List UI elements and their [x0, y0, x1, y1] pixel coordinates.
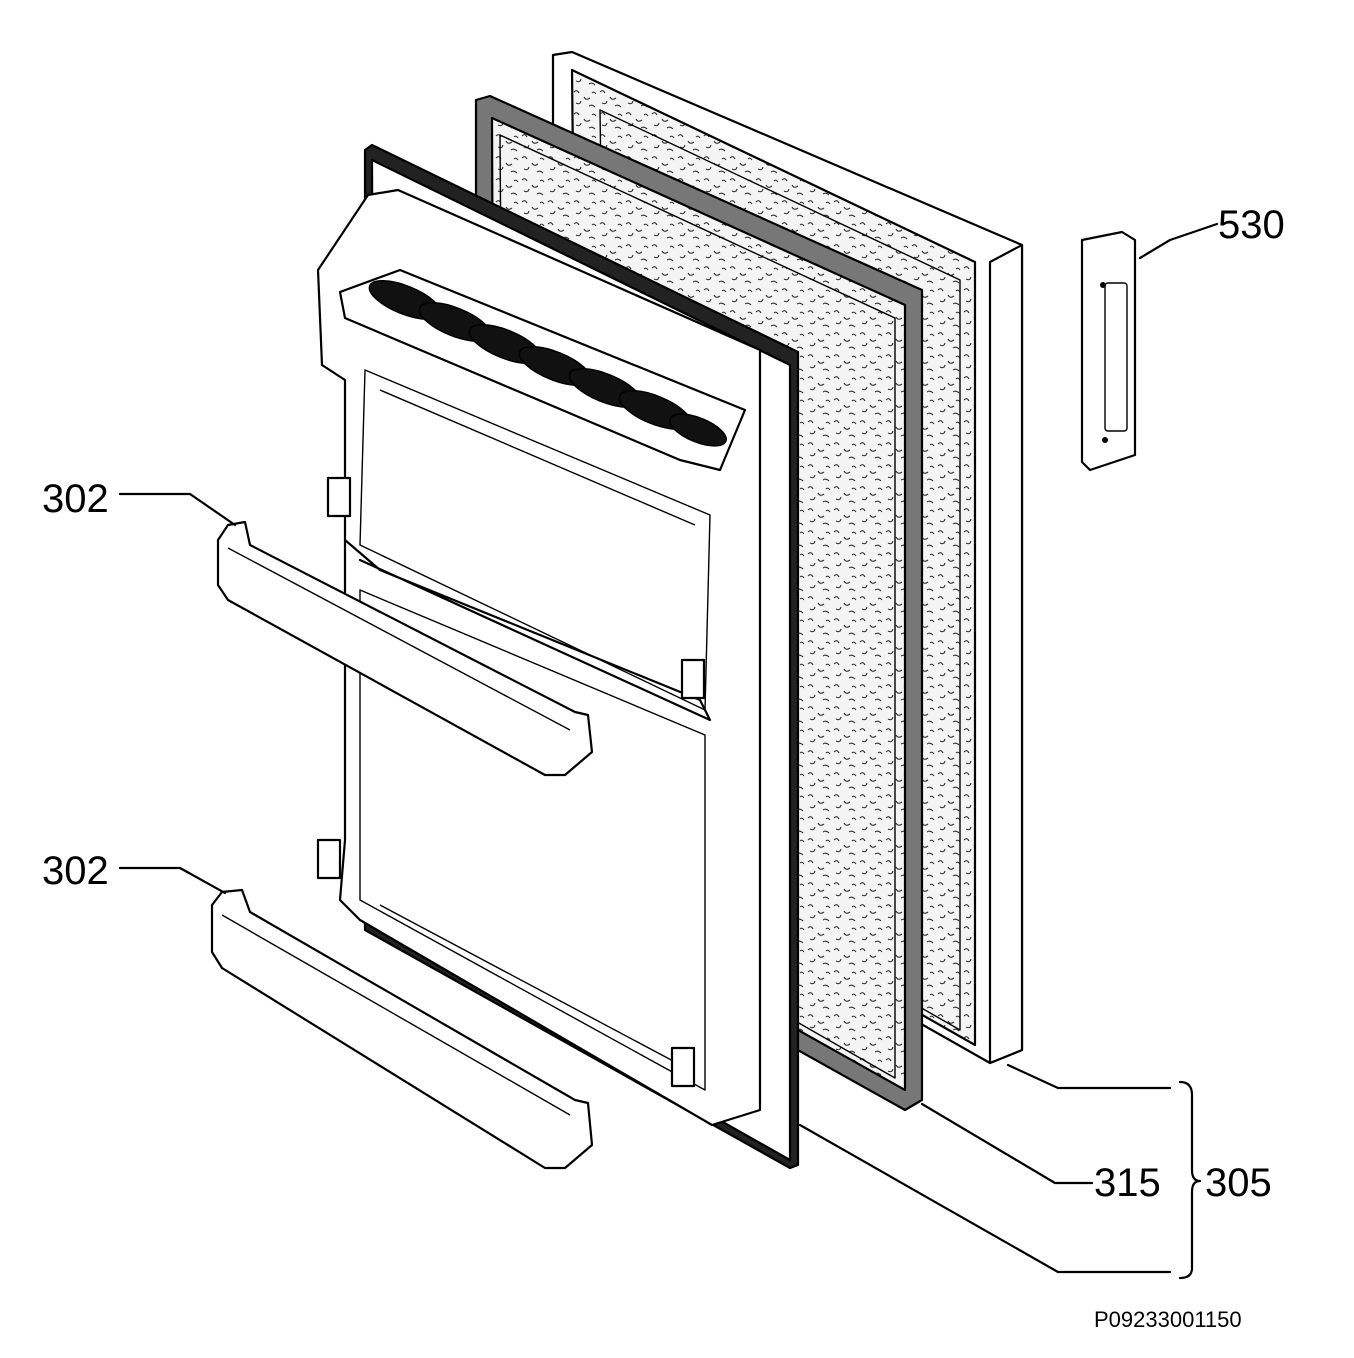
drawing-code: P09233001150	[1094, 1307, 1242, 1332]
callout-305: 305	[1205, 1161, 1272, 1205]
shelf-clip	[316, 838, 342, 880]
hinge-cover	[1080, 230, 1137, 472]
callout-302-upper: 302	[42, 477, 109, 521]
shelf-clip	[680, 658, 706, 700]
door-bar-upper	[216, 520, 594, 777]
egg-tray	[368, 279, 727, 447]
inner-door-liner	[316, 188, 762, 1127]
group-brace	[1178, 1080, 1202, 1280]
leader-lines	[118, 222, 1219, 1274]
shelf-clip	[670, 1046, 696, 1088]
shelf-clip	[326, 476, 352, 518]
callout-530: 530	[1218, 203, 1285, 247]
callout-302-lower: 302	[42, 849, 109, 893]
callout-315: 315	[1094, 1161, 1161, 1205]
door-bar-lower	[210, 888, 594, 1170]
